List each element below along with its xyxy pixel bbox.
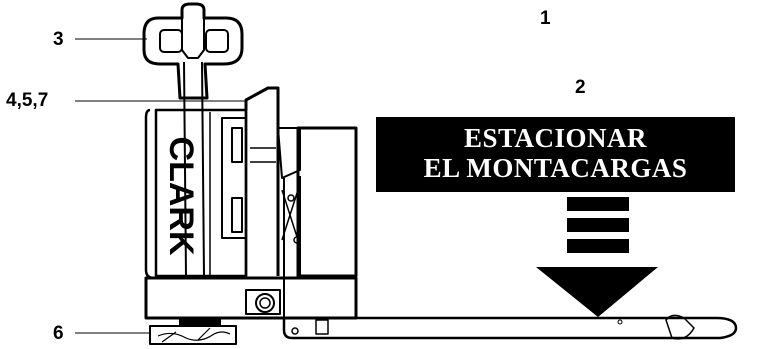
label-4-5-7: 4,5,7 [6, 90, 49, 111]
down-arrow [536, 197, 658, 317]
sign-line-2: EL MONTACARGAS [423, 153, 688, 183]
label-2: 2 [575, 77, 586, 98]
tiller-handle [142, 2, 244, 100]
forks [282, 314, 738, 340]
sign-line-1: ESTACIONAR [463, 123, 648, 153]
fork-carriage [277, 126, 358, 318]
label-1: 1 [540, 8, 551, 29]
truck-body [144, 86, 280, 280]
wheel-chock [149, 325, 237, 345]
park-sign: ESTACIONAR EL MONTACARGAS [376, 117, 735, 192]
label-6: 6 [53, 323, 64, 344]
label-3: 3 [53, 29, 64, 50]
tiller-arm [183, 61, 205, 277]
brand-text: CLARK [162, 137, 200, 256]
